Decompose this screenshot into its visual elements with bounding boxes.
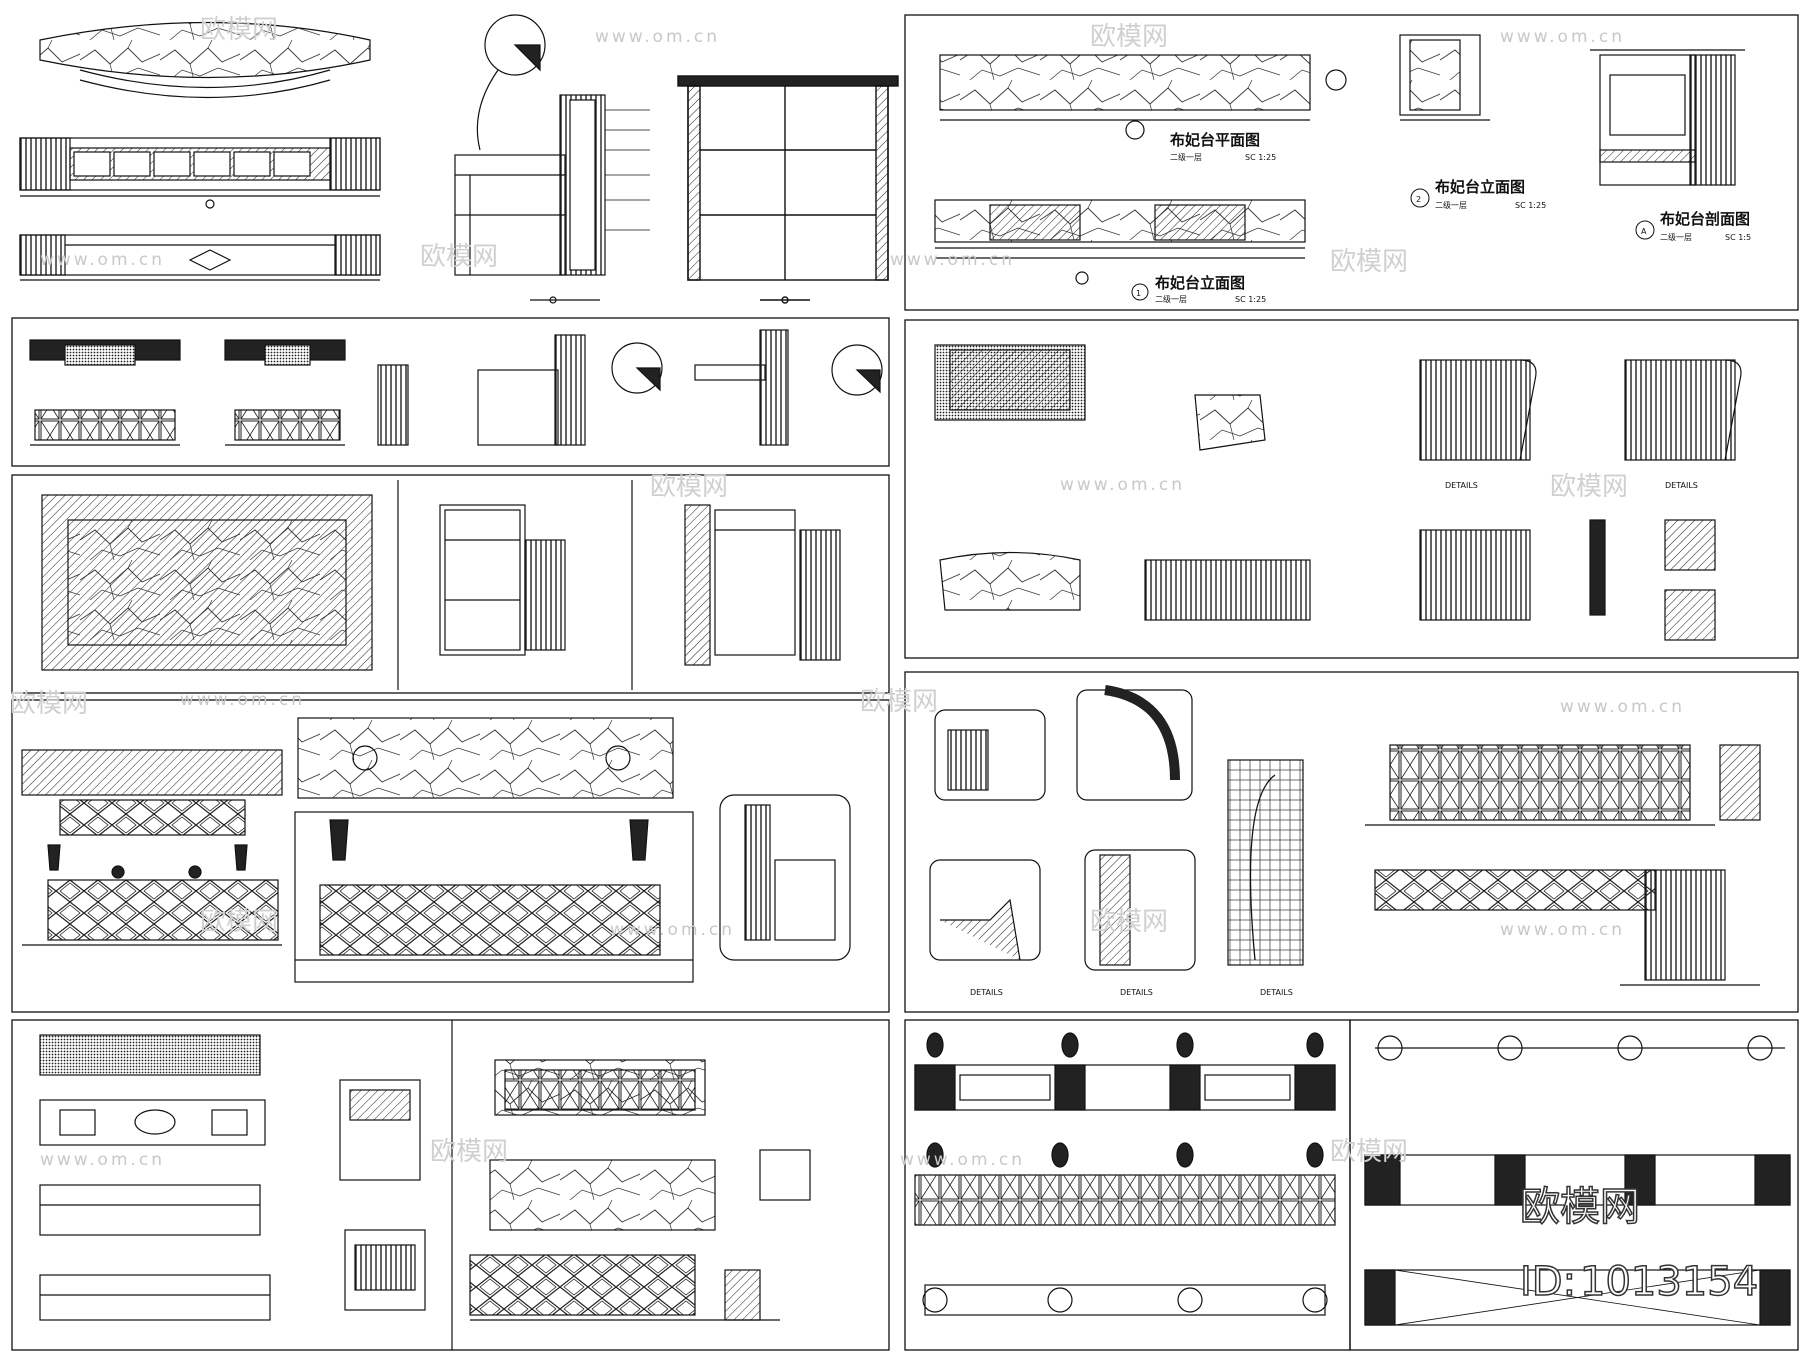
detail-label-5: DETAILS	[1260, 988, 1293, 997]
watermark-brand-7: 欧模网	[10, 689, 88, 719]
plan-title: 布妃台平面图	[1170, 131, 1260, 149]
watermark-url-5: www.om.cn	[1060, 475, 1185, 495]
watermark-url-1: www.om.cn	[595, 27, 720, 47]
watermark-brand-2: 欧模网	[1090, 22, 1168, 52]
panel-frames	[11, 14, 1799, 1351]
watermark-url-9: www.om.cn	[1500, 920, 1625, 940]
elev1-number: 1	[1136, 289, 1141, 298]
plan-subtitle: 二级一层	[1170, 152, 1202, 162]
detail-label-2: DETAILS	[1665, 481, 1698, 490]
watermark-url-11: www.om.cn	[900, 1150, 1025, 1170]
bar-counter-elevation-1	[934, 199, 1306, 285]
marble-top-plan-and-sections	[41, 480, 841, 690]
watermark-url-3: www.om.cn	[40, 250, 165, 270]
watermark-url-8: www.om.cn	[610, 920, 735, 940]
watermark-brand-3: 欧模网	[420, 242, 498, 272]
watermark-brand-6: 欧模网	[1550, 472, 1628, 502]
counter-elevation-set	[39, 1020, 811, 1350]
counter-section-detail	[454, 14, 650, 304]
elev2-title: 布妃台立面图	[1435, 178, 1525, 196]
top-left-reception-drawings	[19, 21, 381, 281]
watermark-brand-8: 欧模网	[860, 687, 938, 717]
sectA-number: A	[1641, 227, 1647, 236]
detail-label-1: DETAILS	[1445, 481, 1478, 490]
watermark-brand-1: 欧模网	[200, 15, 278, 45]
elev1-subtitle: 二级一层	[1155, 294, 1187, 304]
watermark-id-number: 1013154	[1580, 1259, 1758, 1305]
bar-counter-plan	[939, 54, 1347, 140]
finial-railing-elevations	[914, 1032, 1791, 1326]
watermark-brand-5: 欧模网	[650, 472, 728, 502]
watermark-brand-10: 欧模网	[1090, 907, 1168, 937]
bar-counter-section-a	[1590, 49, 1745, 186]
curved-counter-drawings	[934, 344, 1742, 641]
small-counter-elevations	[29, 329, 883, 446]
watermark-brand-12: 欧模网	[1330, 1137, 1408, 1167]
bar-counter-elevation-2	[1399, 34, 1490, 121]
watermarks: www.om.cn 欧模网 欧模网 www.om.cn 欧模网 欧模网 www.…	[10, 15, 1685, 1170]
elev1-title: 布妃台立面图	[1155, 274, 1245, 292]
watermark-url-2: www.om.cn	[1500, 27, 1625, 47]
watermark-brand-11: 欧模网	[430, 1137, 508, 1167]
watermark-url-10: www.om.cn	[40, 1150, 165, 1170]
model-id-watermark: 欧模网 ID: 1013154	[1519, 1183, 1759, 1306]
watermark-brand-9: 欧模网	[200, 907, 278, 937]
sectA-scale: SC 1:5	[1725, 233, 1751, 242]
watermark-url-7: www.om.cn	[1560, 697, 1685, 717]
watermark-url-4: www.om.cn	[890, 250, 1015, 270]
sectA-title: 布妃台剖面图	[1660, 210, 1750, 228]
back-panel-elevation	[677, 75, 899, 304]
elev2-scale: SC 1:25	[1515, 201, 1546, 210]
watermark-id-prefix: ID:	[1520, 1259, 1576, 1305]
detail-label-3: DETAILS	[970, 988, 1003, 997]
lattice-counter-drawings	[929, 685, 1761, 986]
plan-scale: SC 1:25	[1245, 153, 1276, 162]
watermark-url-6: www.om.cn	[180, 690, 305, 710]
elev1-number-circle	[1131, 283, 1149, 301]
lamp-counter-elevations	[21, 717, 851, 983]
watermark-brand-4: 欧模网	[1330, 247, 1408, 277]
elev2-number: 2	[1416, 195, 1421, 204]
elev2-subtitle: 二级一层	[1435, 200, 1467, 210]
sectA-number-circle	[1635, 220, 1655, 240]
elev2-number-circle	[1410, 188, 1430, 208]
watermark-brand-large: 欧模网	[1520, 1184, 1640, 1230]
elev1-scale: SC 1:25	[1235, 295, 1266, 304]
sectA-subtitle: 二级一层	[1660, 232, 1692, 242]
detail-label-4: DETAILS	[1120, 988, 1153, 997]
